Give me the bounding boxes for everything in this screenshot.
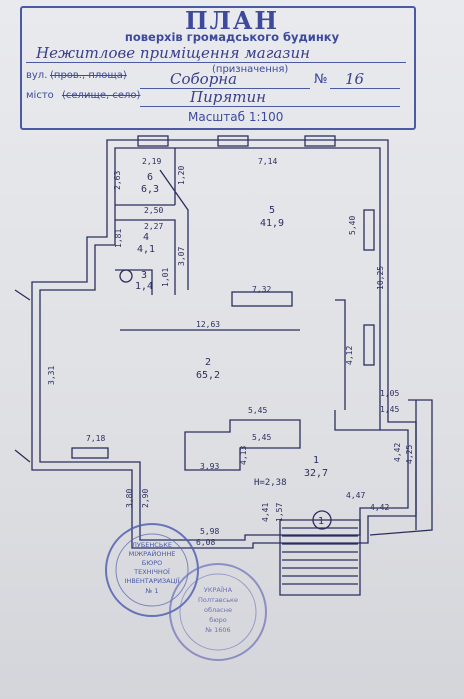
street-value: Соборна <box>170 70 238 88</box>
stamp2-line-3: обласне <box>204 606 232 614</box>
dim-4-42-right: 4,42 <box>393 443 402 462</box>
room-2-number: 2 <box>205 357 211 368</box>
street-underline <box>140 88 310 89</box>
dim-5-98: 5,98 <box>200 527 219 536</box>
outer-wall-outline-2 <box>31 139 417 549</box>
dim-4-13: 4,13 <box>239 446 248 465</box>
dim-1-45: 1,45 <box>380 405 399 414</box>
stamp1-line-6: № 1 <box>145 587 159 595</box>
room-1-number: 1 <box>313 455 319 466</box>
dim-7-14: 7,14 <box>258 157 277 166</box>
dim-4-42-bottom: 4,42 <box>370 503 389 512</box>
room-4-area: 4,1 <box>137 244 155 255</box>
stamp2-line-5: № 1606 <box>204 626 230 634</box>
dim-1-20: 1,20 <box>177 166 186 185</box>
purpose-underline <box>26 62 406 63</box>
dim-5-40: 5,40 <box>348 216 357 235</box>
dim-5-45-bottom: 5,45 <box>252 433 271 442</box>
stamp1-line-1: ЛУБЕНСЬКЕ <box>132 541 172 549</box>
room-4-number: 4 <box>143 232 149 243</box>
dim-2-19: 2,19 <box>142 157 161 166</box>
dim-7-32: 7,32 <box>252 285 271 294</box>
number-value: 16 <box>345 70 365 88</box>
inner-walls-right <box>334 299 380 431</box>
city-value: Пирятин <box>190 88 267 106</box>
room-5-area: 41,9 <box>260 218 284 229</box>
round-stamp-2: УКРАЇНА Полтавське обласне бюро № 1606 <box>169 563 267 661</box>
stamp2-line-4: бюро <box>209 616 227 624</box>
entrance-stairs <box>279 519 361 596</box>
round-stamp-1: ЛУБЕНСЬКЕ МІЖРАЙОННЕ БЮРО ТЕХНІЧНОЇ ІНВЕ… <box>105 523 199 617</box>
header-stamp-box <box>20 6 416 130</box>
window-2 <box>217 135 249 147</box>
ramp-railing <box>369 399 433 536</box>
plan-subtitle: поверхів громадського будинку <box>124 30 340 44</box>
number-sign: № <box>314 72 328 87</box>
window-1 <box>137 135 169 147</box>
dim-3-07: 3,07 <box>177 247 186 266</box>
stamp2-line-2: Полтавське <box>198 596 238 604</box>
room-3-area: 1,4 <box>135 281 153 292</box>
scale-label: Масштаб 1:100 <box>188 110 284 124</box>
street-struck: (пров., площа) <box>50 70 127 81</box>
city-underline <box>140 106 400 107</box>
dim-6-08: 6,08 <box>196 538 215 547</box>
dim-2-90: 2,90 <box>141 489 150 508</box>
toilet-fixture <box>119 269 133 283</box>
street-prefix: вул. <box>26 70 48 81</box>
room-1-area: 32,7 <box>304 468 328 479</box>
window-5 <box>363 324 375 366</box>
stamp1-line-5: ІНВЕНТАРИЗАЦІЇ <box>125 576 180 585</box>
room-6-area: 6,3 <box>141 184 159 195</box>
window-4 <box>363 209 375 251</box>
ceiling-height: H=2,38 <box>254 478 287 488</box>
room-2-area: 65,2 <box>196 370 220 381</box>
dim-1-57: 1,57 <box>275 503 284 522</box>
purpose-handwritten: Нежитлове приміщення магазин <box>36 44 310 62</box>
dim-10-25: 10,25 <box>376 266 385 290</box>
entrance-marker-label: 1 <box>318 516 324 527</box>
stamp1-line-4: ТЕХНІЧНОЇ <box>133 567 170 576</box>
stamp1-line-3: БЮРО <box>142 559 163 567</box>
inner-walls-small-rooms <box>115 148 189 295</box>
window-3 <box>304 135 336 147</box>
stamp2-line-1: УКРАЇНА <box>204 585 233 594</box>
number-underline <box>330 88 400 89</box>
city-struck: (селище, село) <box>62 90 141 101</box>
dim-1-01: 1,01 <box>161 268 170 287</box>
stair-steps <box>282 527 358 585</box>
window-6 <box>71 447 109 459</box>
dim-3-80: 3,80 <box>125 489 134 508</box>
outer-wall-outline <box>39 147 409 541</box>
dim-5-45-top: 5,45 <box>248 406 267 415</box>
dim-7-18: 7,18 <box>86 434 105 443</box>
room-5-number: 5 <box>269 205 275 216</box>
room-3-number: 3 <box>141 270 147 281</box>
dim-4-41: 4,41 <box>261 503 270 522</box>
dim-1-81: 1,81 <box>114 229 123 248</box>
room-6-number: 6 <box>147 172 153 183</box>
dim-12-63: 12,63 <box>196 320 220 329</box>
plan-title: ПЛАН <box>184 6 280 35</box>
city-prefix: місто <box>26 90 54 101</box>
dim-4-25: 4,25 <box>405 445 414 464</box>
left-wall-break <box>14 289 31 463</box>
counter-fixture <box>231 291 293 307</box>
purpose-hint: (призначення) <box>212 64 289 75</box>
column-stair-block <box>184 419 301 471</box>
dim-3-93: 3,93 <box>200 462 219 471</box>
dim-3-31: 3,31 <box>47 366 56 385</box>
dim-2-50: 2,50 <box>144 206 163 215</box>
dim-2-63: 2,63 <box>113 171 122 190</box>
entrance-marker-circle <box>312 510 332 530</box>
dim-4-12: 4,12 <box>345 346 354 365</box>
stamp1-line-2: МІЖРАЙОННЕ <box>129 549 176 558</box>
dim-4-47: 4,47 <box>346 491 365 500</box>
dim-2-27: 2,27 <box>144 222 163 231</box>
dim-1-05: 1,05 <box>380 389 399 398</box>
